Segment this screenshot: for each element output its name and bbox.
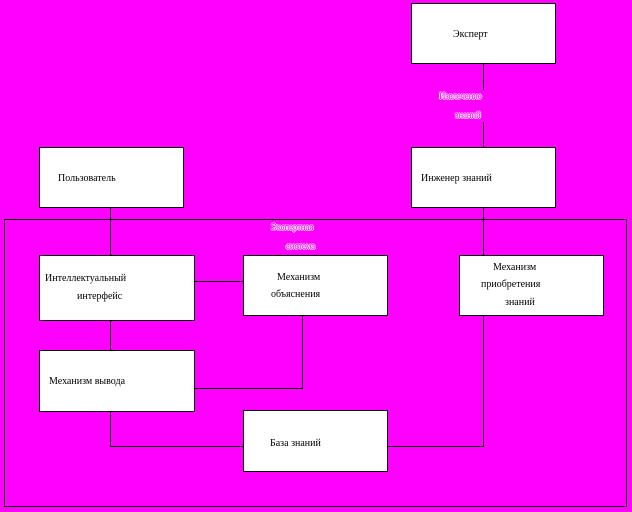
expert-system-boundary (4, 219, 627, 507)
line-acquisition-to-knowledge-base (387, 315, 484, 447)
expert-system-label-line2: система (286, 241, 315, 251)
inference-mechanism-box: Механизм вывода (39, 350, 195, 412)
knowledge-acquisition-label-line2: приобретения (481, 279, 541, 290)
explanation-mechanism-box: Механизм объяснения (243, 255, 388, 316)
knowledge-acquisition-label-line1: Механизм (493, 262, 537, 273)
knowledge-engineer-label: Инженер знаний (421, 173, 492, 184)
intelligent-interface-label-line1: Интеллектуальный (45, 273, 127, 284)
intelligent-interface-label-line2: интерфейс (77, 291, 123, 302)
knowledge-acquisition-label-line3: знаний (505, 297, 535, 308)
knowledge-extraction-label-line2: знаний (455, 110, 481, 120)
knowledge-acquisition-box: Механизм приобретения знаний (459, 255, 604, 316)
inference-mechanism-label: Механизм вывода (49, 376, 126, 387)
intelligent-interface-box: Интеллектуальный интерфейс (39, 255, 195, 321)
explanation-mechanism-label-line2: объяснения (271, 289, 321, 300)
knowledge-base-box: База знаний (243, 410, 388, 472)
expert-system-label-line1: Экспертная (271, 222, 314, 232)
user-label: Пользователь (58, 173, 116, 184)
expert-box: Эксперт (411, 3, 556, 64)
knowledge-engineer-box: Инженер знаний (411, 147, 556, 208)
knowledge-extraction-label-line1: Извлечение (439, 91, 482, 101)
expert-label: Эксперт (453, 29, 488, 40)
knowledge-base-label: База знаний (270, 438, 321, 449)
user-box: Пользователь (39, 147, 184, 208)
line-explanation-to-inference (194, 315, 303, 389)
explanation-mechanism-label-line1: Механизм (277, 272, 321, 283)
line-inference-to-knowledge-base (110, 411, 244, 447)
